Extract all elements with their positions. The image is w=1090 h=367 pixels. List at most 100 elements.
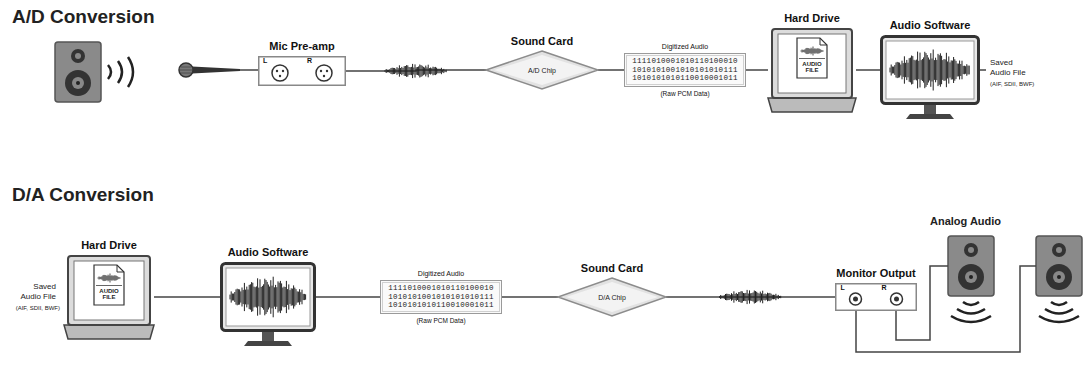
mic-cable [240,69,258,71]
speaker-woofer [72,77,84,89]
drive-base [768,98,856,112]
speaker-tweeter [71,49,85,63]
monitor-base [906,114,954,119]
xlr-pin [326,70,328,72]
software-monitor: Audio Software [880,35,980,105]
xlr-pin [282,70,284,72]
data-note: (Raw PCM Data) [416,317,465,324]
jack-panel-outline [835,283,917,311]
speaker-woofer [65,70,91,96]
channel-letter: L [263,57,267,64]
hard-drive: Hard DriveAUDIO FILE [64,255,154,339]
file-note: (AIF, SDII, BWF) [990,81,1034,88]
chip-diamond-face [566,282,658,312]
sound-waves [108,57,133,87]
speaker-cabinet [55,42,101,102]
speaker-cabinet [948,236,994,296]
file-icon-fold [117,265,124,272]
data-box [625,54,746,87]
xlr-pin [320,70,322,72]
screen-waveform [230,277,306,318]
monitor-base [244,341,292,346]
output-jack [891,293,903,305]
sound-waves [951,302,991,322]
monitor-neck [262,332,274,342]
binary-data: 1111010001010110100010 10101010010101010… [632,57,738,83]
chip-diamond-outline [486,51,598,89]
signal-line [856,69,880,71]
chip-diamond: Sound CardD/A Chip [558,278,666,316]
component-label: Sound Card [581,262,643,274]
speaker-cabinet [1036,236,1082,296]
speaker-tweeter [1056,247,1062,253]
monitor-frame [882,37,979,104]
section-heading: A/D Conversion [12,6,155,29]
monitor-screen [226,268,310,326]
signal-waveform [720,290,781,304]
section-heading: D/A Conversion [12,184,154,207]
microphone-handle [192,67,240,74]
jack-panel: Monitor OutputLR [835,283,917,311]
component-label: Mic Pre-amp [269,40,334,52]
speaker-woofer [969,275,973,279]
file-icon-rule [799,58,825,59]
channel-letter: R [307,57,312,64]
signal-line [598,69,624,71]
component-label: Hard Drive [81,239,137,251]
jack-panel-box [836,284,917,311]
software-monitor-outline [880,35,980,123]
output-jack [850,293,862,305]
signal-line [746,69,768,71]
output-jack-hole [894,297,899,302]
chip-diamond-outline [558,278,666,316]
hard-drive: Hard DriveAUDIO FILE [768,28,856,112]
drive-body [68,256,150,325]
chip-diamond: Sound CardA/D Chip [486,51,598,89]
software-monitor: Audio Software [220,262,316,332]
component-label: Monitor Output [836,267,915,279]
file-icon-waveform [801,47,823,56]
binary-data: 1111010001010110100010 10101010010101010… [388,284,494,310]
signal-line [502,296,558,298]
speaker-woofer [1057,275,1061,279]
drive-body [772,29,852,98]
monitor-screen [886,41,974,99]
data-box [381,281,502,314]
output-jack-hole [853,297,858,302]
component-label: Audio Software [228,246,309,258]
data-box-inner [383,283,500,312]
signal-waveform [385,64,446,78]
jack-panel-box [259,57,346,86]
component-label: Digitized Audio [418,270,464,277]
leader-line [980,69,986,71]
file-icon-text: AUDIO FILE [802,61,821,74]
file-icon-rule [96,285,122,286]
speaker-woofer [958,264,984,290]
file-icon [797,38,827,78]
microphone-grille [180,67,192,73]
jack-panel: Mic Pre-ampLR [258,56,346,86]
channel-letter: R [882,284,887,291]
monitor-frame [222,264,315,331]
speaker-woofer [1046,264,1072,290]
sound-waves [1039,302,1079,322]
file-note: (AIF, SDII, BWF) [2,305,60,312]
component-label: Hard Drive [784,12,840,24]
xlr-pin [276,70,278,72]
component-label: Sound Card [511,35,573,47]
file-icon-text: AUDIO FILE [99,288,118,301]
file-icon [94,265,124,305]
jack-panel-outline [258,56,346,86]
file-icon-fold [820,38,827,45]
monitor-neck [924,105,936,115]
software-monitor-outline [220,262,316,350]
xlr-jack [272,65,288,81]
xlr-jack [316,65,332,81]
signal-line [316,296,380,298]
channel-letter: L [841,284,845,291]
speaker-tweeter [1052,243,1066,257]
speaker-woofer [965,271,977,283]
file-note: Saved Audio File [990,58,1034,77]
speaker-tweeter [75,53,81,59]
